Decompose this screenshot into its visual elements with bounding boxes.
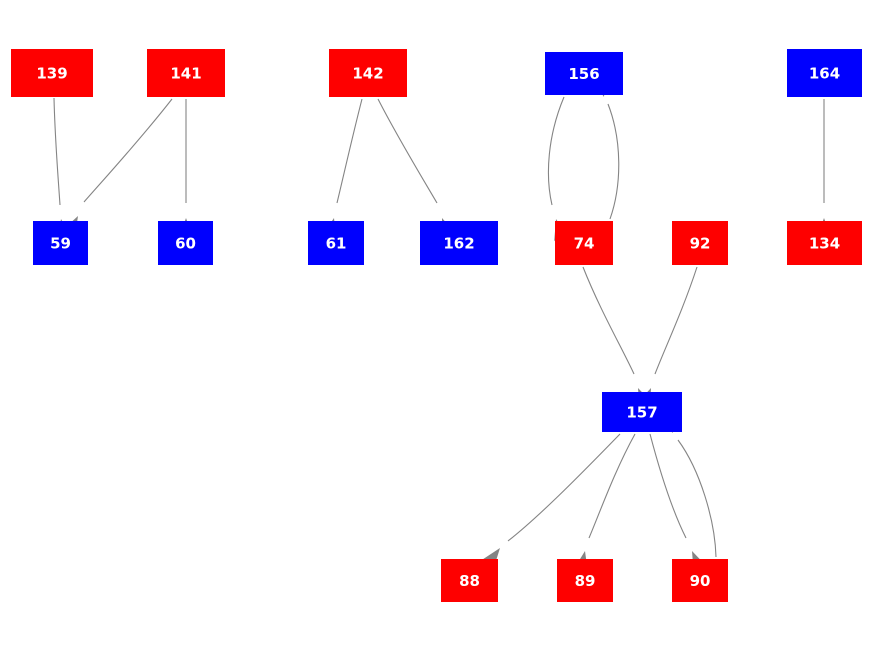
- node-box[interactable]: [420, 221, 498, 265]
- graph-edge: [582, 266, 654, 411]
- graph-node-88[interactable]: 88: [441, 559, 498, 602]
- graph-edge: [481, 433, 621, 570]
- graph-edge: [573, 433, 636, 574]
- graph-node-162[interactable]: 162: [420, 221, 498, 265]
- graph-node-92[interactable]: 92: [672, 221, 728, 265]
- node-box[interactable]: [787, 49, 862, 97]
- graph-node-60[interactable]: 60: [158, 221, 213, 265]
- graph-node-141[interactable]: 141: [147, 49, 225, 97]
- edge-line: [507, 433, 621, 542]
- edge-line: [83, 98, 173, 203]
- node-box[interactable]: [329, 49, 407, 97]
- node-box[interactable]: [308, 221, 364, 265]
- node-box[interactable]: [672, 559, 728, 602]
- node-box[interactable]: [158, 221, 213, 265]
- graph-node-142[interactable]: 142: [329, 49, 407, 97]
- graph-edge: [377, 98, 457, 241]
- edge-line: [336, 98, 363, 204]
- node-box[interactable]: [147, 49, 225, 97]
- graph-node-61[interactable]: 61: [308, 221, 364, 265]
- node-box[interactable]: [441, 559, 498, 602]
- node-box[interactable]: [555, 221, 613, 265]
- node-box[interactable]: [557, 559, 613, 602]
- nodes-layer: 139 141 142 156 164 59 60 61 162 74 92 134 157 88 89 90: [11, 49, 862, 602]
- graph-edge: [547, 96, 569, 242]
- edge-line: [582, 266, 635, 375]
- edge-line: [588, 433, 636, 539]
- edge-line: [649, 433, 687, 539]
- edge-line: [547, 96, 565, 206]
- graph-node-59[interactable]: 59: [33, 221, 88, 265]
- arrow-head-icon: [481, 548, 500, 570]
- edge-line: [677, 439, 717, 558]
- node-box[interactable]: [545, 52, 623, 95]
- graph-node-157[interactable]: 157: [602, 392, 682, 432]
- node-box[interactable]: [33, 221, 88, 265]
- graph-edge: [178, 99, 194, 239]
- graph-node-74[interactable]: 74: [555, 221, 613, 265]
- graph-node-156[interactable]: 156: [545, 52, 623, 95]
- edge-line: [377, 98, 438, 204]
- node-box[interactable]: [787, 221, 862, 265]
- graph-node-90[interactable]: 90: [672, 559, 728, 602]
- edge-line: [654, 266, 698, 375]
- graph-node-89[interactable]: 89: [557, 559, 613, 602]
- graph-edge: [635, 266, 698, 411]
- graph-edge: [61, 98, 173, 239]
- node-box[interactable]: [602, 392, 682, 432]
- graph-edge: [321, 98, 363, 241]
- edges-layer: [53, 74, 832, 574]
- edge-line: [607, 103, 620, 220]
- graph-node-134[interactable]: 134: [787, 221, 862, 265]
- graph-edge: [816, 99, 832, 239]
- edge-line: [53, 97, 61, 206]
- node-box[interactable]: [11, 49, 93, 97]
- graph-node-164[interactable]: 164: [787, 49, 862, 97]
- graph-edge: [53, 97, 73, 241]
- node-box[interactable]: [672, 221, 728, 265]
- graph-node-139[interactable]: 139: [11, 49, 93, 97]
- graph-edge: [591, 74, 620, 220]
- graph-edge: [649, 433, 708, 574]
